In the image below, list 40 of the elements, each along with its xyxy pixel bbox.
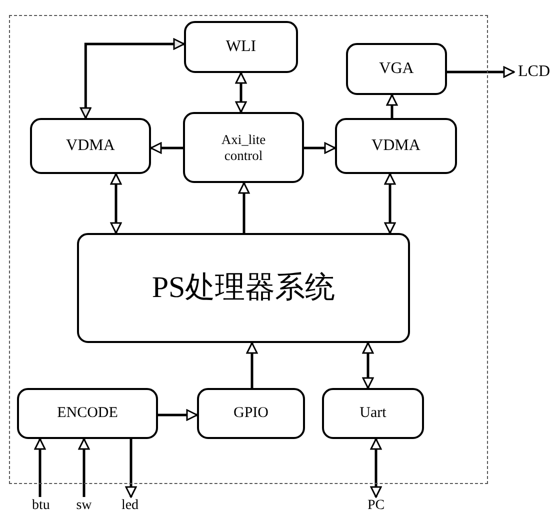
module-label: GPIO: [233, 404, 268, 422]
module-label: Uart: [360, 404, 386, 422]
module-box: [30, 118, 151, 174]
double-arrow: [80, 38, 185, 119]
arrow: [304, 142, 336, 154]
arrow: [238, 182, 250, 233]
arrow: [246, 342, 258, 388]
signal-label: LCD: [518, 62, 550, 82]
module-label: PS处理器系统: [152, 270, 336, 306]
module-box: [322, 388, 424, 439]
arrow: [125, 439, 137, 498]
dashed-boundary: [9, 15, 488, 484]
arrow: [386, 94, 398, 118]
module-box: [346, 43, 447, 95]
module-label: WLI: [226, 38, 256, 56]
module-label: VDMA: [372, 136, 420, 156]
module-box: [183, 112, 304, 183]
double-arrow: [235, 72, 247, 113]
double-arrow: [384, 173, 396, 234]
module-box: [17, 388, 158, 439]
arrow: [34, 438, 46, 497]
signal-label: led: [121, 498, 139, 514]
arrow: [78, 438, 90, 497]
module-box: [335, 118, 457, 174]
module-label: Axi_lite control: [220, 132, 267, 164]
module-box: [77, 233, 410, 343]
module-label: VDMA: [66, 136, 115, 156]
module-box: [197, 388, 305, 439]
arrow: [447, 66, 515, 78]
arrow: [158, 409, 198, 421]
arrow: [150, 142, 183, 154]
signal-label: sw: [76, 498, 92, 514]
module-label: ENCODE: [57, 404, 118, 422]
module-label: VGA: [379, 60, 414, 78]
double-arrow: [370, 438, 382, 498]
signal-label: btu: [32, 498, 50, 514]
module-box: [184, 21, 298, 73]
double-arrow: [110, 173, 122, 234]
signal-label: PC: [367, 498, 385, 514]
double-arrow: [362, 342, 374, 389]
